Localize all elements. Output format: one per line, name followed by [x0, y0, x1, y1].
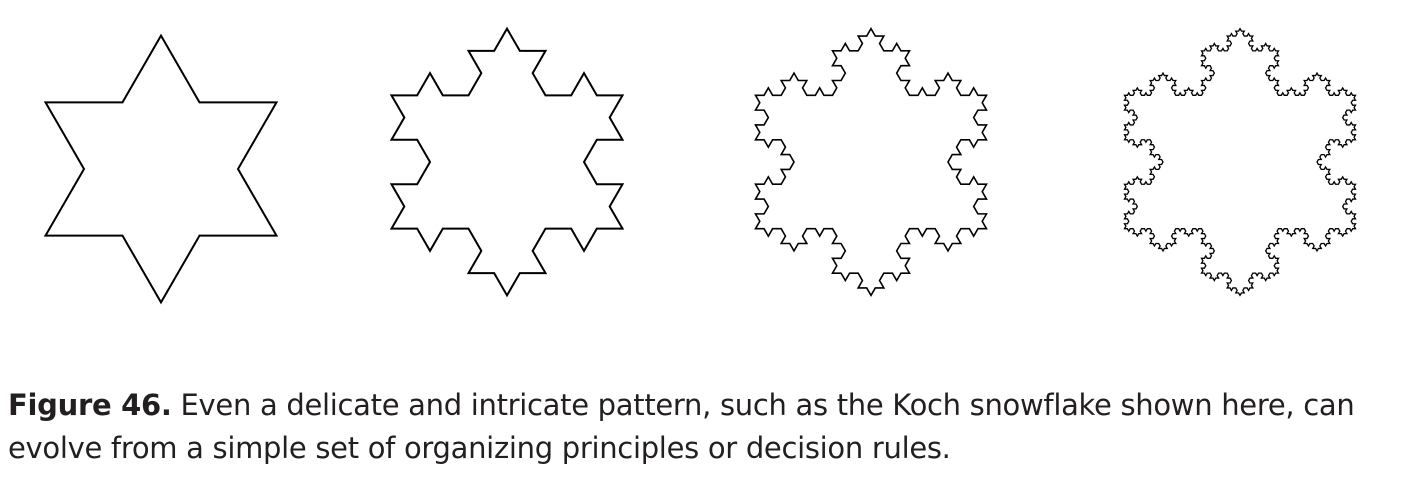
- koch-snowflake-stage-1-outline: [43, 33, 279, 305]
- koch-snowflake-stage-2: [389, 26, 625, 298]
- koch-snowflake-stage-4-outline: [1123, 27, 1357, 297]
- koch-snowflake-stage-3: [754, 27, 988, 297]
- figure-caption: Figure 46. Even a delicate and intricate…: [8, 384, 1403, 470]
- koch-snowflake-stage-4: [1123, 27, 1357, 297]
- koch-snowflake-stage-2-outline: [389, 26, 625, 298]
- koch-snowflake-stage-1: [43, 33, 279, 305]
- figure-label: Figure 46.: [8, 388, 172, 422]
- figure-caption-text: Even a delicate and intricate pattern, s…: [8, 388, 1355, 465]
- koch-snowflake-stage-3-outline: [754, 27, 988, 297]
- koch-snowflake-figure: [43, 26, 1357, 305]
